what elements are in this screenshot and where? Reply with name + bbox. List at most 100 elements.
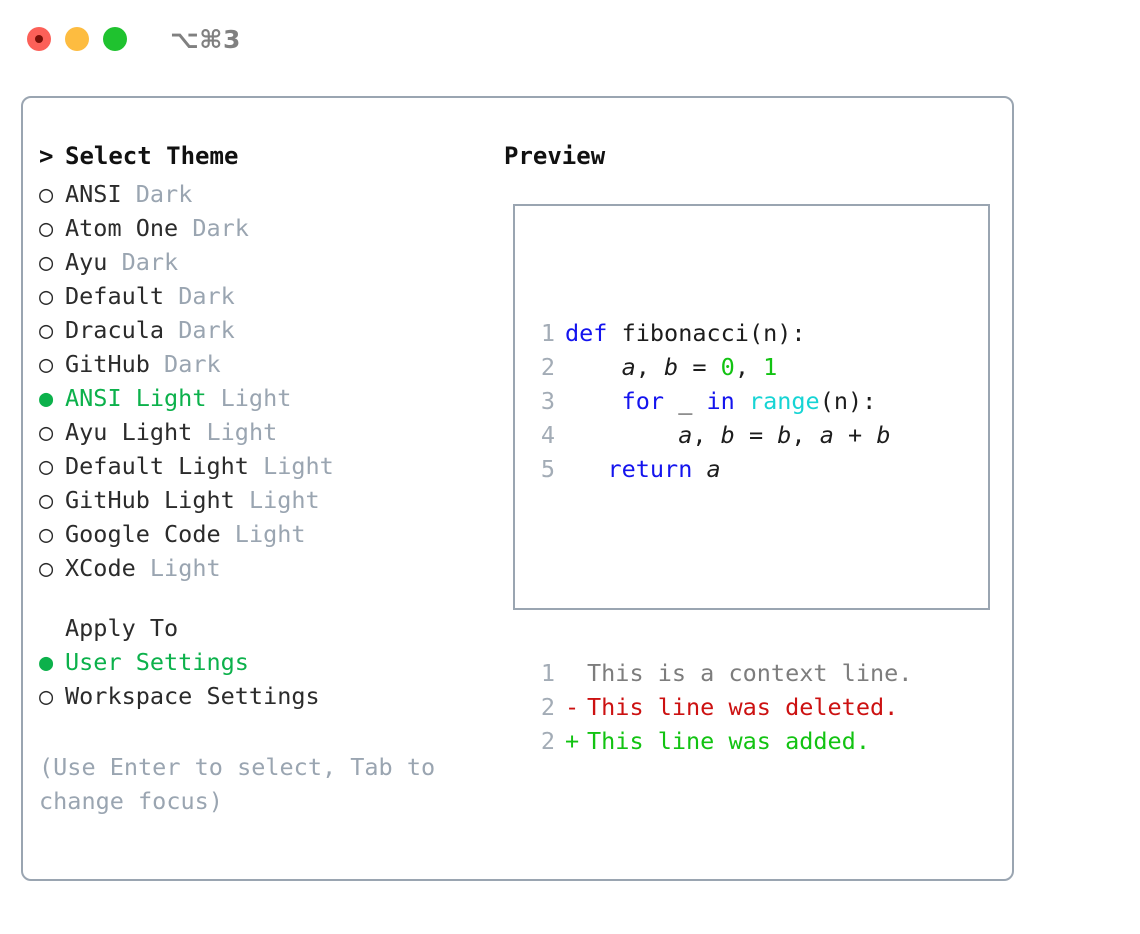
radio-unselected-icon[interactable]: ○: [39, 180, 54, 208]
theme-name-label: XCode: [65, 554, 136, 582]
code-token: ,: [635, 353, 665, 381]
diff-line: 1 This is a context line.: [525, 656, 988, 690]
apply-to-option-label: Workspace Settings: [65, 682, 320, 710]
code-token: b: [876, 421, 891, 449]
select-theme-heading: > Select Theme: [39, 142, 501, 180]
theme-kind-label: Light: [220, 384, 292, 412]
theme-label-gap: [164, 282, 178, 310]
theme-kind-label: Dark: [121, 248, 179, 276]
radio-unselected-icon[interactable]: ○: [39, 350, 54, 378]
theme-name-label: Default: [65, 282, 165, 310]
theme-kind-label: Dark: [135, 180, 193, 208]
radio-unselected-icon[interactable]: ○: [39, 214, 54, 242]
chevron-right-icon: >: [39, 142, 54, 170]
apply-to-heading-row: ○Apply To: [39, 614, 501, 648]
code-line: 4 a, b = b, a + b: [525, 418, 988, 452]
theme-name-label: ANSI Light: [65, 384, 207, 412]
theme-kind-label: Light: [248, 486, 320, 514]
radio-unselected-icon[interactable]: ○: [39, 418, 54, 446]
line-number: 2: [540, 727, 555, 755]
line-number: 3: [540, 387, 555, 415]
theme-name-label: Google Code: [65, 520, 221, 548]
radio-unselected-icon[interactable]: ○: [39, 282, 54, 310]
code-token: (n):: [748, 319, 806, 347]
maximize-window-button[interactable]: [103, 27, 127, 51]
theme-list-item[interactable]: ○ANSI Dark: [39, 180, 501, 214]
theme-name-label: Dracula: [65, 316, 165, 344]
theme-list-item[interactable]: ○Default Dark: [39, 282, 501, 316]
code-token: b: [664, 353, 679, 381]
theme-kind-label: Light: [234, 520, 306, 548]
theme-label-gap: [136, 554, 150, 582]
radio-selected-icon[interactable]: ●: [39, 384, 54, 412]
code-token: b: [777, 421, 792, 449]
code-token: ,: [692, 421, 721, 449]
theme-kind-label: Dark: [192, 214, 249, 242]
theme-label-gap: [150, 350, 164, 378]
theme-list-item[interactable]: ○ Ayu Dark: [39, 248, 501, 282]
radio-unselected-icon[interactable]: ○: [39, 248, 54, 276]
preview-heading: Preview: [504, 142, 606, 170]
code-token: fibonacci: [621, 319, 749, 347]
radio-unselected-icon[interactable]: ○: [39, 316, 54, 344]
radio-unselected-icon[interactable]: ○: [39, 520, 54, 548]
panel-columns: >Select Theme ○ANSI Dark○Atom One Dark○A…: [23, 98, 1012, 879]
theme-list-item[interactable]: ● ANSI Light Light: [39, 384, 501, 418]
apply-to-section: ○Apply To ● User Settings ○ Workspace Setti…: [39, 614, 501, 716]
theme-list-item[interactable]: ○Dracula Dark: [39, 316, 501, 350]
radio-unselected-icon[interactable]: ○: [39, 452, 54, 480]
apply-to-option[interactable]: ● User Settings: [39, 648, 501, 682]
line-number: 2: [540, 693, 555, 721]
apply-to-heading-label: Apply To: [65, 614, 179, 642]
traffic-light-group: [27, 27, 127, 51]
code-token: def: [565, 319, 608, 347]
apply-to-option[interactable]: ○ Workspace Settings: [39, 682, 501, 716]
theme-name-label: Ayu: [65, 248, 108, 276]
code-token: ,: [791, 421, 820, 449]
diff-lines: 1 This is a context line.2-This line was…: [525, 656, 988, 758]
code-token: _: [664, 387, 707, 415]
apply-to-option-list[interactable]: ● User Settings ○ Workspace Settings: [39, 648, 501, 716]
minimize-window-button[interactable]: [65, 27, 89, 51]
code-token: [692, 455, 706, 483]
code-token: +: [833, 421, 877, 449]
select-theme-heading-label: Select Theme: [65, 142, 239, 170]
code-token: =: [678, 353, 721, 381]
radio-unselected-icon[interactable]: ○: [39, 486, 54, 514]
theme-list-item[interactable]: ○Ayu Light Light: [39, 418, 501, 452]
code-token: [565, 421, 678, 449]
radio-unselected-icon[interactable]: ○: [39, 682, 54, 710]
theme-label-gap: [206, 384, 220, 412]
keyboard-hint-text: (Use Enter to select, Tab to change focu…: [39, 753, 436, 815]
code-token: a: [678, 421, 693, 449]
line-number: 1: [540, 319, 555, 347]
theme-name-label: Default Light: [65, 452, 249, 480]
code-token: b: [720, 421, 735, 449]
line-number: 1: [540, 659, 555, 687]
line-number: 2: [540, 353, 555, 381]
apply-to-option-label: User Settings: [65, 648, 249, 676]
theme-name-label: Ayu Light: [65, 418, 193, 446]
theme-kind-label: Light: [149, 554, 221, 582]
code-token: 0: [720, 353, 735, 381]
radio-unselected-icon[interactable]: ○: [39, 554, 54, 582]
line-number: 5: [540, 455, 555, 483]
theme-list-item[interactable]: ○Default Light Light: [39, 452, 501, 486]
theme-list-item[interactable]: ○GitHub Dark: [39, 350, 501, 384]
theme-list-item[interactable]: ○ Google Code Light: [39, 520, 501, 554]
theme-list-item[interactable]: ○ XCode Light: [39, 554, 501, 588]
radio-selected-icon[interactable]: ●: [39, 648, 54, 676]
code-token: [607, 319, 621, 347]
code-token: [735, 387, 749, 415]
code-token: (n):: [819, 387, 877, 415]
theme-list-item[interactable]: ○GitHub Light Light: [39, 486, 501, 520]
theme-list[interactable]: ○ANSI Dark○Atom One Dark○Ayu Dark○Defaul…: [39, 180, 501, 588]
diff-sign: -: [565, 693, 580, 721]
close-window-button[interactable]: [27, 27, 51, 51]
code-token: [565, 387, 622, 415]
theme-label-gap: [221, 520, 235, 548]
theme-label-gap: [122, 180, 136, 208]
theme-list-item[interactable]: ○Atom One Dark: [39, 214, 501, 248]
